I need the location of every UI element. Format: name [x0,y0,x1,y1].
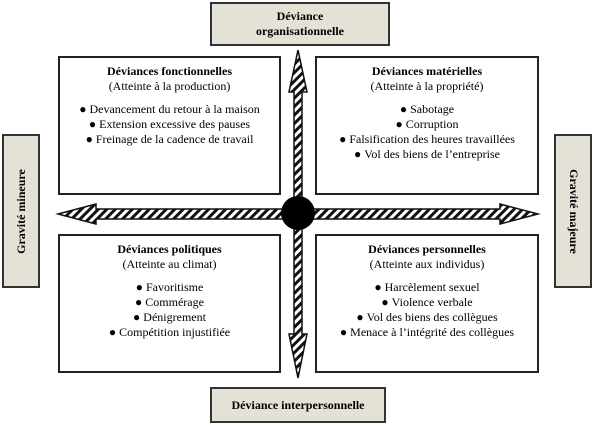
list-item: Favoritisme [68,280,271,295]
minor-severity-label: Gravité mineure [2,134,40,288]
quadrant-list: Sabotage Corruption Falsification des he… [325,102,529,162]
quadrant-title: Déviances politiques [117,242,222,256]
list-item: Corruption [325,117,529,132]
interpersonal-deviance-text: Déviance interpersonnelle [231,397,365,412]
list-item: Commérage [68,295,271,310]
quadrant-title: Déviances matérielles [371,64,483,78]
quadrant-list: Devancement du retour à la maison Extens… [68,102,271,147]
quadrant-subtitle: (Atteinte à la production) [108,79,231,93]
list-item: Compétition injustifiée [68,325,271,340]
center-dot [281,196,315,230]
quadrant-subtitle: (Atteinte à la propriété) [370,79,484,93]
quadrant-list: Favoritisme Commérage Dénigrement Compét… [68,280,271,340]
list-item: Harcèlement sexuel [325,280,529,295]
quadrant-title: Déviances fonctionnelles [107,64,232,78]
list-item: Devancement du retour à la maison [68,102,271,117]
list-item: Vol des biens des collègues [325,310,529,325]
quadrant-subtitle: (Atteinte aux individus) [369,257,485,271]
quadrant-political-deviances: Déviances politiques (Atteinte au climat… [58,234,281,373]
quadrant-list: Harcèlement sexuel Violence verbale Vol … [325,280,529,340]
organizational-deviance-line-1: Déviance [276,9,324,23]
organizational-deviance-label: Déviance organisationnelle [210,2,390,46]
list-item: Menace à l’intégrité des collègues [325,325,529,340]
quadrant-personal-deviances: Déviances personnelles (Atteinte aux ind… [315,234,539,373]
list-item: Freinage de la cadence de travail [68,132,271,147]
list-item: Violence verbale [325,295,529,310]
quadrant-functional-deviances: Déviances fonctionnelles (Atteinte à la … [58,56,281,195]
list-item: Sabotage [325,102,529,117]
minor-severity-text: Gravité mineure [13,168,28,254]
list-item: Vol des biens de l’entreprise [325,147,529,162]
organizational-deviance-line-2: organisationnelle [255,24,344,38]
interpersonal-deviance-label: Déviance interpersonnelle [210,387,386,423]
list-item: Dénigrement [68,310,271,325]
major-severity-label: Gravité majeure [554,134,592,288]
list-item: Extension excessive des pauses [68,117,271,132]
major-severity-text: Gravité majeure [566,168,581,254]
quadrant-title: Déviances personnelles [368,242,486,256]
list-item: Falsification des heures travaillées [325,132,529,147]
quadrant-material-deviances: Déviances matérielles (Atteinte à la pro… [315,56,539,195]
quadrant-subtitle: (Atteinte au climat) [122,257,217,271]
